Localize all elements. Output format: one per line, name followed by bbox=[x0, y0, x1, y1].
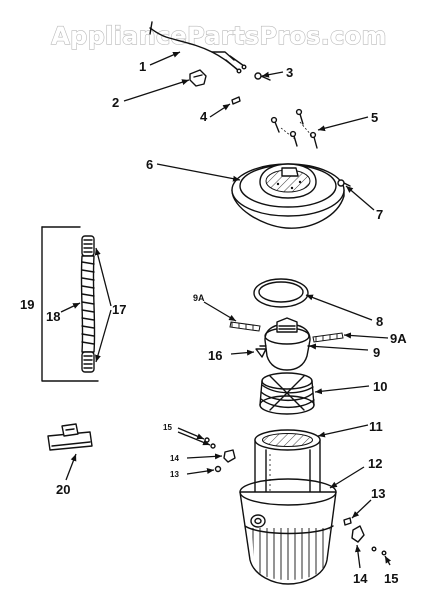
label-6: 6 bbox=[146, 157, 153, 172]
label-19: 19 bbox=[20, 297, 34, 312]
part-filter-spring[interactable] bbox=[259, 372, 315, 415]
part-lid[interactable] bbox=[231, 163, 345, 229]
part-screw-7[interactable] bbox=[337, 179, 351, 187]
label-1: 1 bbox=[139, 59, 146, 74]
label-9: 9 bbox=[373, 345, 380, 360]
part-brush-9a-right[interactable] bbox=[312, 332, 344, 343]
label-9a-right: 9A bbox=[390, 331, 407, 346]
label-13-left: 13 bbox=[170, 470, 179, 479]
part-wire-harness[interactable] bbox=[149, 21, 247, 74]
label-9a-left: 9A bbox=[193, 293, 205, 303]
label-2: 2 bbox=[112, 95, 119, 110]
label-15-left: 15 bbox=[163, 423, 172, 432]
part-gasket-ring[interactable] bbox=[253, 278, 309, 308]
label-7: 7 bbox=[376, 207, 383, 222]
label-5: 5 bbox=[371, 110, 378, 125]
label-12: 12 bbox=[368, 456, 382, 471]
leader-lines bbox=[60, 51, 392, 569]
label-10: 10 bbox=[373, 379, 387, 394]
part-hardware-left[interactable] bbox=[204, 437, 236, 473]
label-8: 8 bbox=[376, 314, 383, 329]
part-tank[interactable] bbox=[239, 478, 337, 585]
label-15-right: 15 bbox=[384, 571, 398, 586]
part-screw-16[interactable] bbox=[255, 348, 267, 358]
watermark-text: AppliancePartsPros.com bbox=[51, 22, 387, 50]
label-14-left: 14 bbox=[170, 454, 179, 463]
part-brush-9a-left[interactable] bbox=[229, 321, 261, 332]
label-16: 16 bbox=[208, 348, 222, 363]
label-17: 17 bbox=[112, 302, 126, 317]
part-hose-assembly[interactable] bbox=[41, 226, 99, 382]
label-20: 20 bbox=[56, 482, 70, 497]
part-screw-set-5[interactable] bbox=[270, 108, 318, 149]
part-screw-4[interactable] bbox=[231, 96, 241, 105]
label-3: 3 bbox=[286, 65, 293, 80]
part-motor[interactable] bbox=[259, 317, 315, 371]
label-14-right: 14 bbox=[353, 571, 368, 586]
callout-labels: 1 2 3 4 5 6 7 8 9A 9A 9 16 10 11 12 15 1… bbox=[20, 59, 407, 586]
label-11: 11 bbox=[369, 419, 383, 434]
label-18: 18 bbox=[46, 309, 60, 324]
part-floor-nozzle[interactable] bbox=[47, 423, 93, 451]
part-switch-clip[interactable] bbox=[189, 69, 207, 87]
part-screw-3[interactable] bbox=[254, 72, 271, 81]
label-4: 4 bbox=[200, 109, 208, 124]
label-13-right: 13 bbox=[371, 486, 385, 501]
part-hardware-right[interactable] bbox=[343, 517, 387, 556]
